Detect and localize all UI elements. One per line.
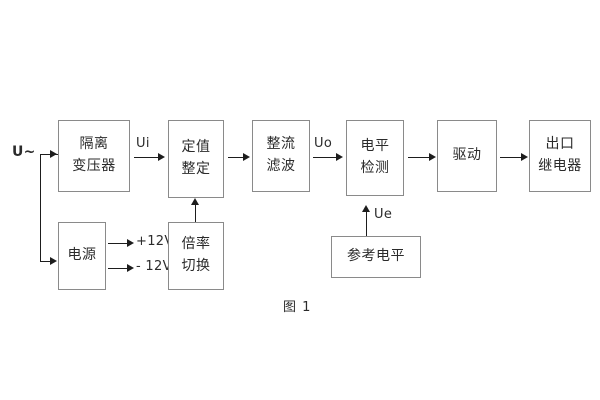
arrow-input-to-power-supply-icon [50,256,57,265]
arrow-setting-to-rectify-icon [243,152,250,161]
signal-label-ui: Ui [136,136,150,151]
block-power-supply: 电源 [58,222,106,290]
line-setting-to-rectify [228,157,244,158]
arrow-reference-to-level-detect-icon [361,205,370,212]
rail-negative-label: - 12V [136,259,172,274]
line-level-detect-to-driver [408,157,430,158]
block-output-relay-line1: 出口 [545,136,575,153]
block-ratio-switch-line2: 切换 [181,258,211,274]
arrow-rail-negative-icon [127,263,134,272]
block-setting-value: 定值 整定 [168,120,224,198]
line-rail-positive [108,243,128,244]
line-input-to-isolation [40,154,51,155]
block-ratio-switch: 倍率 切换 [168,222,224,290]
block-level-detect-line1: 电平 [360,138,390,155]
line-reference-to-level-detect [366,211,367,236]
block-isolation-transformer: 隔离 变压器 [58,120,130,192]
rail-positive-label: +12V [136,234,174,249]
line-ratio-switch-to-setting [195,204,196,222]
arrow-rectify-to-level-detect-icon [336,152,343,161]
block-output-relay: 出口 继电器 [529,120,591,192]
block-setting-value-line2: 整定 [181,161,211,177]
block-output-relay-line2: 继电器 [538,158,582,174]
block-driver-line1: 驱动 [452,147,482,164]
block-rectify-filter-line1: 整流 [266,136,296,153]
line-isolation-to-setting [134,157,159,158]
arrow-isolation-to-setting-icon [158,152,165,161]
input-branch-vertical-line [40,154,41,262]
arrow-level-detect-to-driver-icon [429,152,436,161]
block-rectify-filter: 整流 滤波 [252,120,310,192]
signal-label-uo: Uo [314,136,333,151]
block-isolation-transformer-line1: 隔离 [79,136,109,153]
line-rail-negative [108,268,128,269]
block-setting-value-line1: 定值 [181,139,211,156]
block-rectify-filter-line2: 滤波 [266,158,296,174]
block-level-detect-line2: 检测 [360,160,390,176]
block-ratio-switch-line1: 倍率 [181,236,211,253]
block-driver: 驱动 [437,120,497,192]
block-level-detect: 电平 检测 [346,120,404,196]
block-reference-level-line1: 参考电平 [347,248,405,265]
block-reference-level: 参考电平 [331,236,421,278]
line-rectify-to-level-detect [313,157,337,158]
arrow-input-to-isolation-icon [50,149,57,158]
arrow-ratio-switch-to-setting-icon [190,198,199,205]
figure-caption: 图 1 [283,300,312,315]
block-power-supply-line1: 电源 [67,247,97,264]
block-isolation-transformer-line2: 变压器 [72,158,116,174]
input-signal-label: U~ [12,144,36,160]
arrow-driver-to-output-relay-icon [521,152,528,161]
arrow-rail-positive-icon [127,238,134,247]
signal-label-ue: Ue [374,207,393,222]
line-driver-to-output-relay [500,157,522,158]
line-input-to-power-supply [40,261,51,262]
